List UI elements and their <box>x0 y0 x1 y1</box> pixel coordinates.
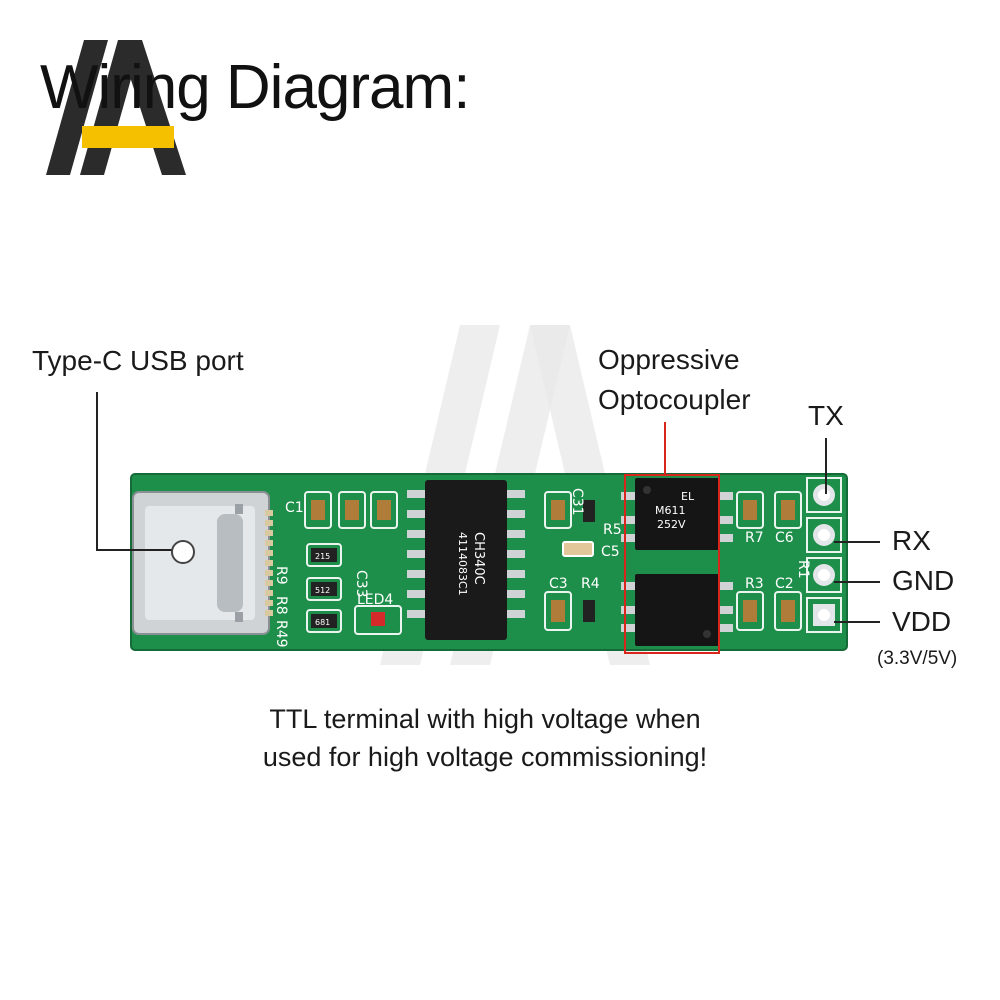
pin-header <box>813 484 835 626</box>
silk-r1: R1 <box>795 560 811 579</box>
silk-opto-line2: M611 <box>655 504 686 517</box>
silk-chip-line2: 4114083C1 <box>456 532 469 596</box>
usb-c-connector <box>132 491 273 635</box>
rx-label: RX <box>892 525 931 556</box>
rx-leader-line <box>834 541 880 543</box>
usb-port-label: Type-C USB port <box>32 345 244 376</box>
optocoupler-label-line1: Oppressive <box>598 344 740 375</box>
silk-c3: C3 <box>549 576 568 592</box>
brand-logo <box>46 40 186 175</box>
tx-leader-line <box>825 438 827 494</box>
silk-res-681: 681 <box>315 618 330 627</box>
ch340c-chip <box>407 480 525 640</box>
optocoupler-highlight-box <box>624 474 720 654</box>
silk-c31: C31 <box>569 488 585 516</box>
silk-c1: C1 <box>285 500 304 516</box>
silk-r3: R3 <box>745 576 764 592</box>
silk-res-215: 215 <box>315 552 330 561</box>
optocoupler-chips <box>621 478 733 646</box>
silk-c33: C33 <box>353 570 369 598</box>
silk-c2: C2 <box>775 576 794 592</box>
silk-r49: R49 <box>273 620 289 648</box>
vdd-voltage-note: (3.3V/5V) <box>877 648 958 669</box>
gnd-label: GND <box>892 565 955 596</box>
usb-leader-line-vertical <box>96 392 98 550</box>
optocoupler-label-line2: Optocoupler <box>598 384 751 415</box>
page-title: Wiring Diagram: <box>40 53 470 122</box>
silk-r9: R9 <box>273 566 289 585</box>
silk-r8: R8 <box>273 596 289 615</box>
optocoupler-label: Oppressive Optocoupler <box>598 340 751 420</box>
warning-note-line2: used for high voltage commissioning! <box>262 742 708 772</box>
vdd-label: VDD <box>892 606 952 637</box>
usb-pointer-dot <box>171 540 195 564</box>
silk-r4: R4 <box>581 576 600 592</box>
silk-r5: R5 <box>603 522 622 538</box>
silk-c5: C5 <box>601 544 620 560</box>
silk-c6: C6 <box>775 530 794 546</box>
silk-chip-line1: CH340C <box>471 532 486 585</box>
optocoupler-leader-line <box>664 422 666 476</box>
silk-res-512: 512 <box>315 586 330 595</box>
gnd-leader-line <box>834 581 880 583</box>
silk-led4: LED4 <box>357 592 393 608</box>
silk-r7: R7 <box>745 530 764 546</box>
pcb-board: C1 R9 R8 R49 C33 LED4 C31 R5 C5 C3 R4 R7… <box>130 473 848 654</box>
warning-note-line1: TTL terminal with high voltage when <box>269 704 701 734</box>
usb-leader-line-horizontal <box>96 549 182 551</box>
vdd-leader-line <box>834 621 880 623</box>
silk-opto-line1: EL <box>681 490 695 503</box>
warning-note: TTL terminal with high voltage when used… <box>0 700 970 776</box>
silk-opto-line3: 252V <box>657 518 686 531</box>
tx-label: TX <box>808 400 844 431</box>
